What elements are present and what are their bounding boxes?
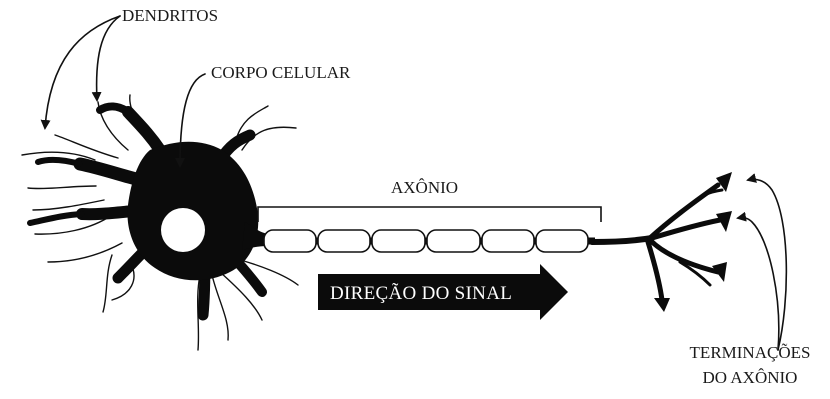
signal-direction-arrow: DIREÇÃO DO SINAL: [318, 264, 568, 320]
axon-terminals-label-line1: TERMINAÇÕES: [690, 343, 811, 362]
axon-terminals-label-line2: DO AXÔNIO: [703, 368, 798, 387]
nucleus: [161, 208, 205, 252]
axon: [262, 230, 595, 252]
axon-bracket: [258, 207, 601, 222]
cell-body: [127, 142, 268, 281]
myelin-segment: [372, 230, 425, 252]
myelin-segment: [482, 230, 534, 252]
dendrites-label: DENDRITOS: [122, 6, 218, 25]
myelin-segment: [427, 230, 480, 252]
axon-terminals: [592, 172, 732, 312]
myelin-segment: [318, 230, 370, 252]
axon-label: AXÔNIO: [391, 178, 458, 197]
myelin-segment: [264, 230, 316, 252]
signal-direction-label: DIREÇÃO DO SINAL: [330, 282, 512, 304]
myelin-segment: [536, 230, 588, 252]
cell-body-label: CORPO CELULAR: [211, 63, 351, 82]
